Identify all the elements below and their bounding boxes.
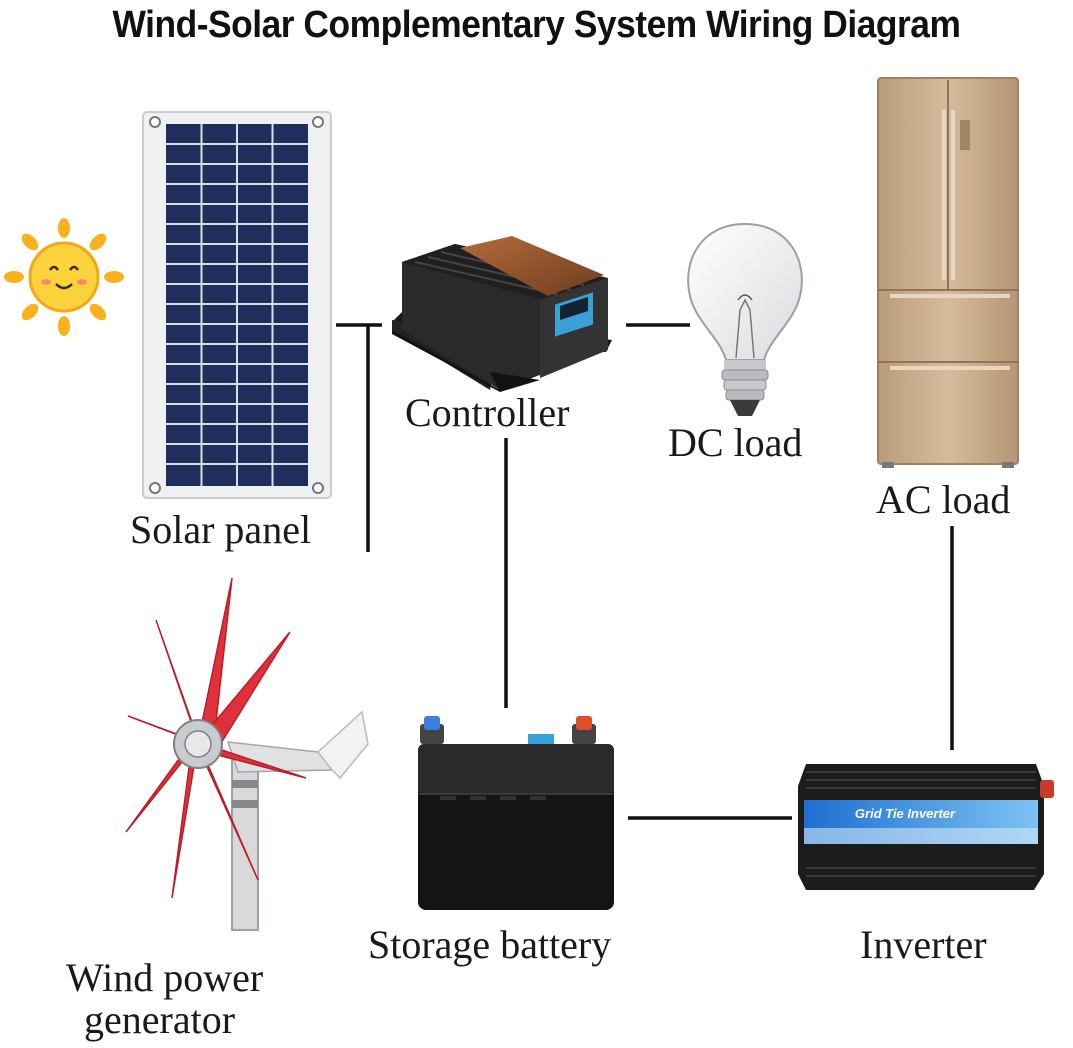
wind-generator-label-line2: generator <box>84 997 236 1042</box>
sun-icon <box>4 218 124 336</box>
wind-turbine-icon <box>125 577 369 931</box>
refrigerator-icon <box>877 77 1019 468</box>
charge-controller-icon <box>392 236 612 392</box>
wires <box>336 323 954 820</box>
diagram-title: Wind-Solar Complementary System Wiring D… <box>112 4 961 46</box>
solar-panel-label: Solar panel <box>130 507 312 552</box>
inverter-device-text: Grid Tie Inverter <box>855 806 956 821</box>
light-bulb-icon <box>687 222 803 416</box>
wind-generator-label-line1: Wind power <box>66 955 264 1000</box>
battery-label: Storage battery <box>368 922 612 967</box>
controller-label: Controller <box>405 390 570 435</box>
ac-load-label: AC load <box>876 477 1011 522</box>
dc-load-label: DC load <box>668 420 803 465</box>
battery-icon <box>418 716 614 910</box>
solar-panel-icon <box>142 111 332 499</box>
inverter-label: Inverter <box>860 922 987 967</box>
inverter-icon: Grid Tie Inverter <box>798 764 1054 890</box>
